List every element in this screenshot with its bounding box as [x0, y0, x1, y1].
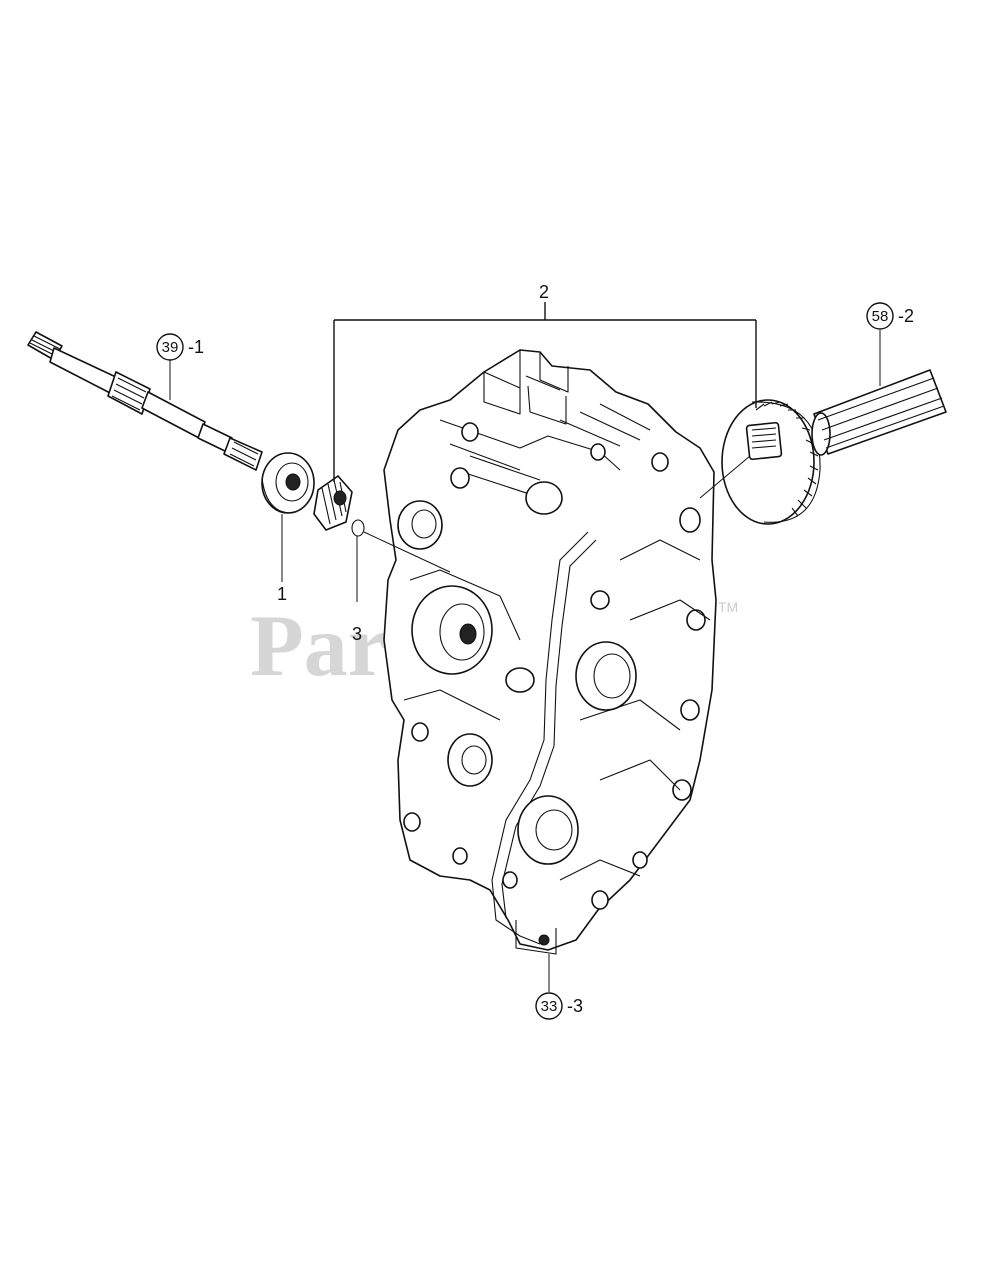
callout-58-number: 58	[872, 308, 889, 325]
callout-circle	[535, 992, 563, 1020]
bevel-gear	[721, 399, 821, 525]
callout-circle	[866, 302, 894, 330]
callout-39-suffix: -1	[188, 337, 204, 357]
callout-1-label: 1	[277, 584, 287, 604]
callout-2-label: 2	[539, 282, 549, 302]
callout-39-1: 39 -1	[156, 333, 204, 361]
snap-ring	[351, 519, 365, 537]
leader-lines	[169, 302, 881, 992]
callout-33-3: 33 -3	[535, 992, 583, 1020]
transmission-housing	[383, 349, 717, 955]
callout-3: 3	[352, 624, 362, 644]
callout-2: 2	[539, 282, 549, 302]
main-shaft	[27, 331, 315, 514]
watermark-tm: TM	[718, 599, 738, 615]
callout-3-label: 3	[352, 624, 362, 644]
pinion-gear	[313, 475, 353, 531]
callout-58-2: 58 -2	[866, 302, 914, 330]
spline-shaft	[811, 369, 947, 456]
callout-33-number: 33	[541, 998, 558, 1015]
callout-1: 1	[277, 584, 287, 604]
callout-33-suffix: -3	[567, 996, 583, 1016]
callout-58-suffix: -2	[898, 306, 914, 326]
callout-39-number: 39	[162, 339, 179, 356]
callout-circle	[156, 333, 184, 361]
